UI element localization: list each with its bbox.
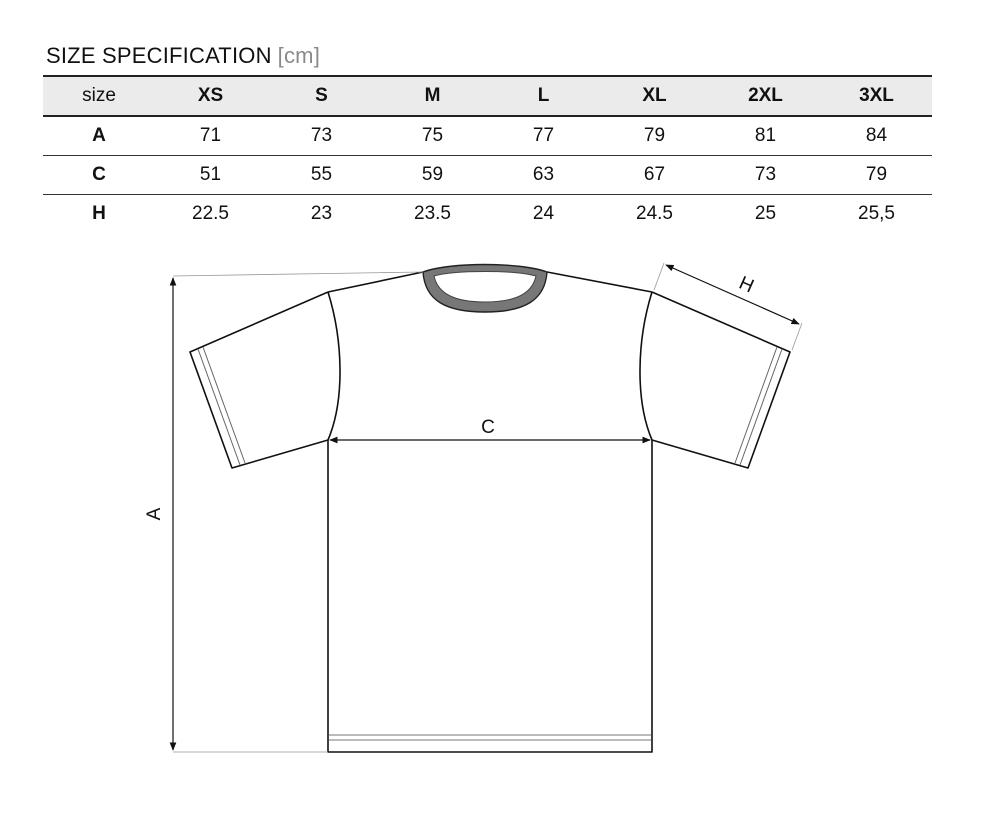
sleeve-hem-stitch bbox=[197, 346, 783, 466]
measure-h-line bbox=[653, 262, 803, 351]
table-cell: 59 bbox=[377, 155, 488, 195]
table-cell: 24 bbox=[532, 203, 555, 224]
header-size-xs: XS bbox=[155, 75, 266, 117]
table-cell: 23 bbox=[310, 203, 333, 224]
measure-c-label: C bbox=[481, 417, 495, 438]
table-cell: 25 bbox=[754, 203, 777, 224]
table-cell: 23.5 bbox=[414, 203, 451, 224]
measure-a-line bbox=[169, 271, 424, 753]
row-label: A bbox=[43, 116, 155, 156]
table-cell: 73 bbox=[710, 155, 821, 195]
row-label: C bbox=[43, 155, 155, 195]
table-cell: 24.5 bbox=[636, 203, 673, 224]
title-text: SIZE SPECIFICATION bbox=[46, 43, 272, 68]
table-cell: 77 bbox=[488, 116, 599, 156]
bottom-hem-stitch bbox=[329, 734, 651, 741]
table-cell: 84 bbox=[821, 116, 932, 156]
row-label: H bbox=[92, 203, 106, 224]
header-size-s: S bbox=[266, 75, 377, 117]
size-spec-title: SIZE SPECIFICATION[cm] bbox=[46, 43, 320, 69]
table-cell: 22.5 bbox=[192, 203, 229, 224]
tshirt-outline bbox=[189, 271, 791, 753]
table-cell: 63 bbox=[488, 155, 599, 195]
table-cell: 73 bbox=[266, 116, 377, 156]
table-row: H 22.5 23 23.5 24 24.5 25 25,5 bbox=[43, 195, 932, 234]
header-size-l: L bbox=[488, 75, 599, 117]
table-cell: 51 bbox=[155, 155, 266, 195]
header-size-xl: XL bbox=[599, 75, 710, 117]
measure-h-label: H bbox=[736, 273, 757, 298]
title-unit: [cm] bbox=[277, 43, 321, 68]
size-spec-table: size XS S M L XL 2XL 3XL A 71 73 75 77 7… bbox=[43, 75, 932, 233]
table-header-row: size XS S M L XL 2XL 3XL bbox=[43, 75, 932, 117]
collar-rib bbox=[422, 263, 548, 313]
table-cell: 75 bbox=[377, 116, 488, 156]
table-cell: 71 bbox=[155, 116, 266, 156]
header-size-2xl: 2XL bbox=[710, 75, 821, 117]
table-cell: 55 bbox=[266, 155, 377, 195]
table-row: A 71 73 75 77 79 81 84 bbox=[43, 116, 932, 156]
table-cell: 79 bbox=[821, 155, 932, 195]
header-size-label: size bbox=[43, 75, 155, 117]
table-row: C 51 55 59 63 67 73 79 bbox=[43, 155, 932, 195]
header-size-3xl: 3XL bbox=[821, 75, 932, 117]
table-cell: 79 bbox=[599, 116, 710, 156]
table-cell: 25,5 bbox=[858, 203, 895, 224]
header-size-m: M bbox=[377, 75, 488, 117]
table-cell: 81 bbox=[710, 116, 821, 156]
table-cell: 67 bbox=[599, 155, 710, 195]
measure-a-label: A bbox=[144, 507, 165, 520]
